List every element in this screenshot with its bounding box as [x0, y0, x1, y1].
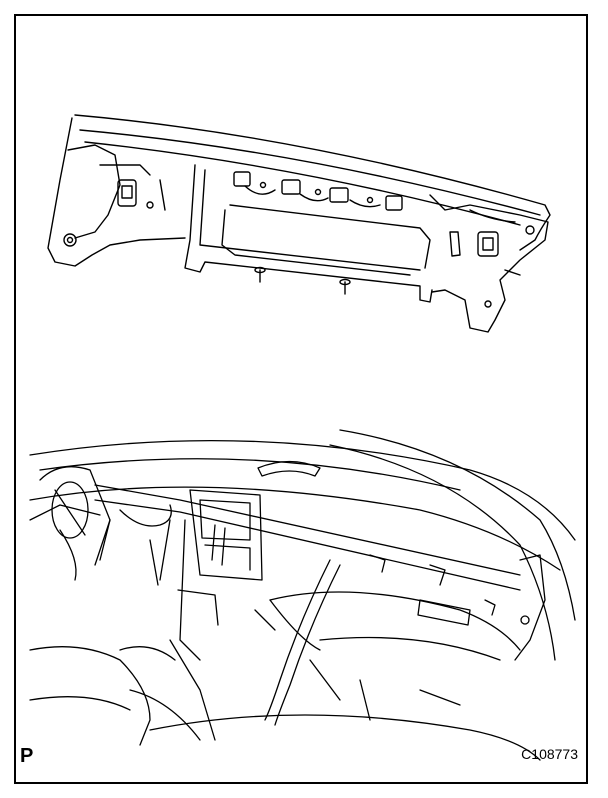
figure-code: C108773 — [521, 746, 578, 762]
figure-border — [14, 14, 588, 784]
view-label: P — [20, 745, 34, 767]
